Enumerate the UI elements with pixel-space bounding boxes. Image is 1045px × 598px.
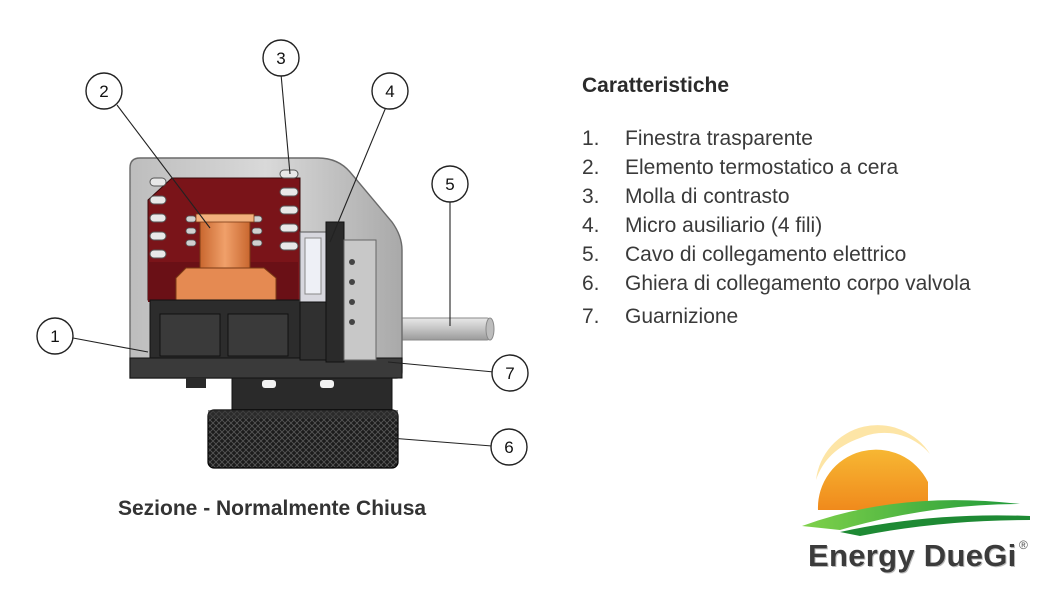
feature-text: Micro ausiliario (4 fili) <box>625 214 823 237</box>
feature-text: Ghiera di collegamento corpo valvola <box>625 272 971 295</box>
auxiliary-micro-switch <box>299 221 377 363</box>
feature-number: 1. <box>582 127 600 150</box>
feature-text: Finestra trasparente <box>625 127 813 150</box>
feature-text: Molla di contrasto <box>625 185 790 208</box>
callout-7-label: 7 <box>505 364 514 383</box>
callout-4: 4 <box>371 72 409 110</box>
feature-item: 5. Cavo di collegamento elettrico <box>582 240 1032 269</box>
thermostatic-actuator-section-diagram: 1 2 3 4 5 7 6 <box>36 39 529 469</box>
callout-5-label: 5 <box>445 175 454 194</box>
callout-4-label: 4 <box>385 82 394 101</box>
callout-2: 2 <box>85 72 123 110</box>
callout-7: 7 <box>491 354 529 392</box>
callout-6: 6 <box>490 428 528 466</box>
features-panel: Caratteristiche 1. Finestra trasparente 2… <box>582 74 1032 331</box>
feature-number: 4. <box>582 214 600 237</box>
feature-number: 3. <box>582 185 600 208</box>
registered-mark: ® <box>1019 538 1028 552</box>
feature-number: 5. <box>582 243 600 266</box>
logo-brand-name: Energy DueGi <box>808 538 1017 573</box>
feature-number: 7. <box>582 305 600 328</box>
feature-text: Cavo di collegamento elettrico <box>625 243 907 266</box>
callout-5: 5 <box>431 165 469 203</box>
callout-6-label: 6 <box>504 438 513 457</box>
callout-3-label: 3 <box>276 49 285 68</box>
feature-text: Elemento termostatico a cera <box>625 156 899 179</box>
callout-1: 1 <box>36 317 74 355</box>
features-title: Caratteristiche <box>582 74 730 97</box>
wax-thermostatic-element <box>175 213 277 301</box>
feature-text: Guarnizione <box>625 305 739 328</box>
feature-item: 2. Elemento termostatico a cera <box>582 153 1032 182</box>
base-body <box>129 299 403 379</box>
features-list: 1. Finestra trasparente 2. Elemento termos… <box>582 124 1032 331</box>
leader-lines <box>72 73 495 447</box>
feature-number: 2. <box>582 156 600 179</box>
diagram-caption: Sezione - Normalmente Chiusa <box>118 497 427 520</box>
callout-3: 3 <box>262 39 300 77</box>
feature-item: 3. Molla di contrasto <box>582 182 1032 211</box>
feature-item: 1. Finestra trasparente <box>582 124 1032 153</box>
callout-1-label: 1 <box>50 327 59 346</box>
feature-item: 4. Micro ausiliario (4 fili) <box>582 211 1032 240</box>
energy-duegi-logo: Energy DueGi ® <box>800 420 1035 590</box>
feature-item: 7. Guarnizione <box>582 302 1032 331</box>
knurled-valve-ring <box>207 409 399 469</box>
electrical-cable <box>394 317 495 341</box>
contrast-spring <box>149 169 299 259</box>
valve-neck <box>186 377 393 411</box>
callout-2-label: 2 <box>99 82 108 101</box>
feature-item: 6. Ghiera di collegamento corpo valvola <box>582 269 1032 298</box>
feature-number: 6. <box>582 272 600 295</box>
sun-field-logo-icon <box>802 425 1030 536</box>
